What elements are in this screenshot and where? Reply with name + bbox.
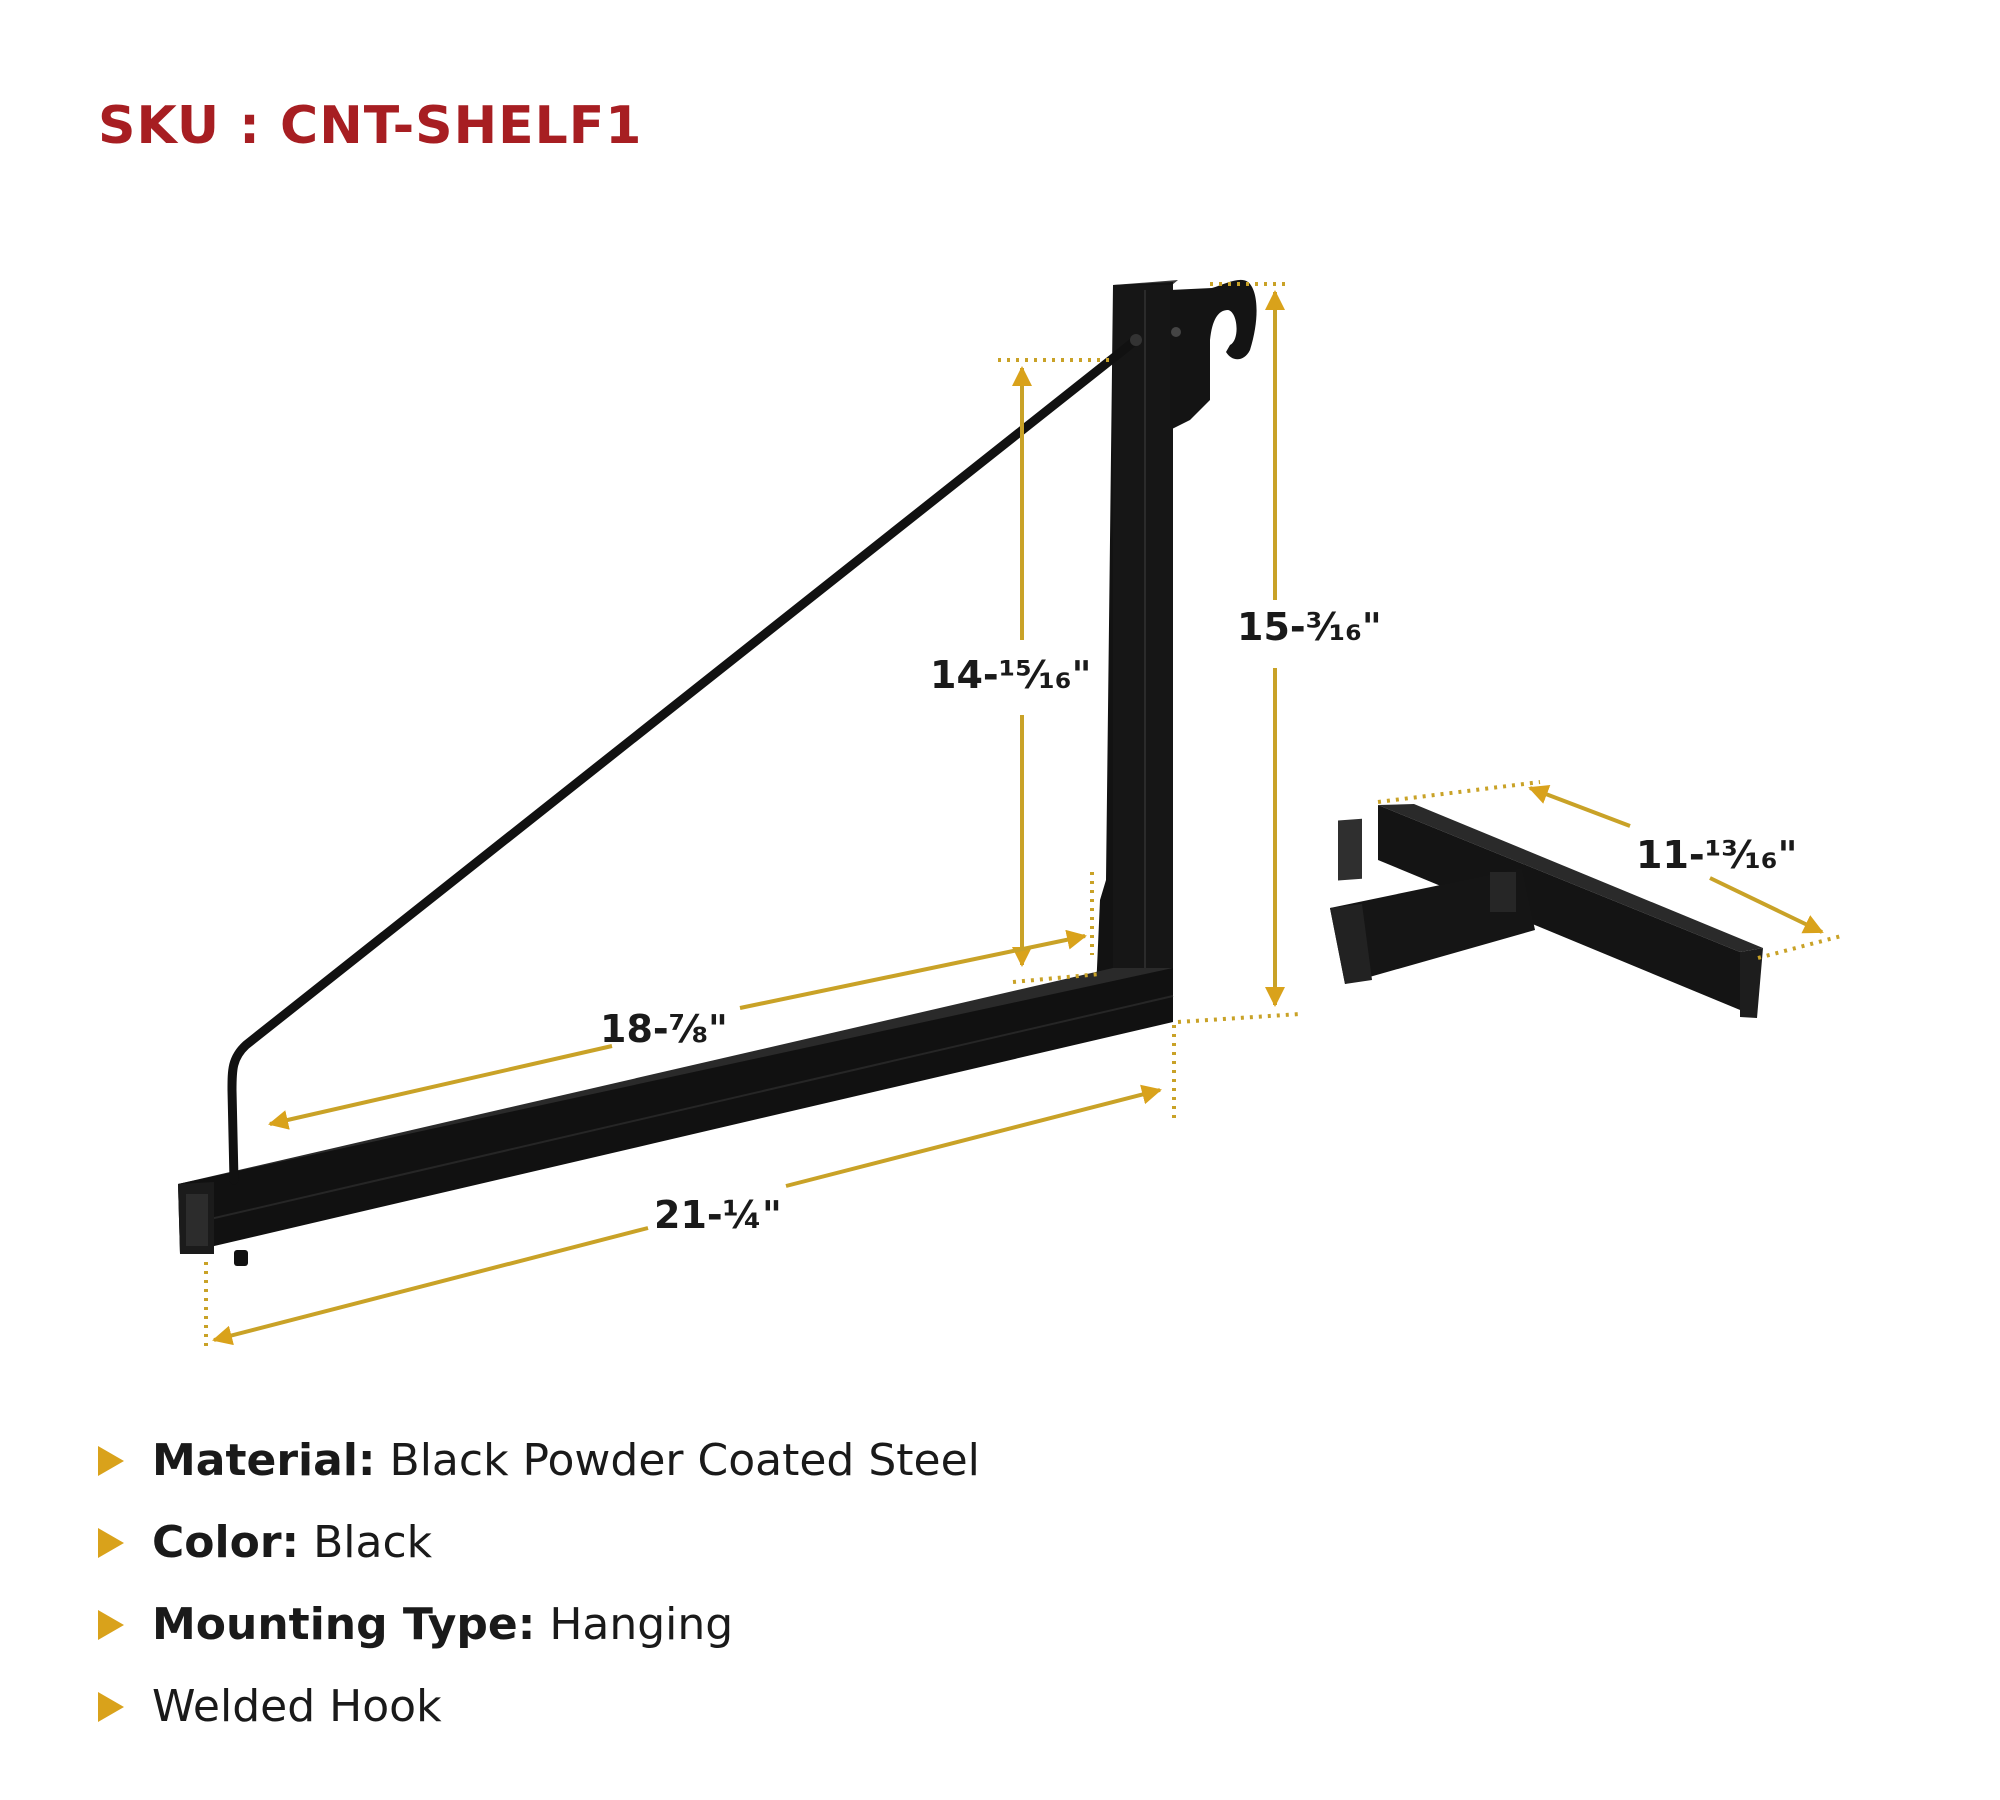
- crossbar-long-bar: [1378, 805, 1757, 1017]
- feature-item-color: Color: Black: [98, 1502, 980, 1584]
- sku-heading: SKU : CNT-SHELF1: [98, 96, 643, 156]
- crossbar-top-face: [1378, 804, 1763, 952]
- feature-item-material: Material: Black Powder Coated Steel: [98, 1420, 980, 1502]
- dim-label-upright-full: 15-³⁄₁₆": [1237, 605, 1382, 649]
- foot-peg: [234, 1250, 248, 1266]
- dimension-arrows: [212, 290, 1824, 1346]
- brace-rod: [227, 335, 1141, 1185]
- feature-label: Material:: [152, 1435, 376, 1486]
- feature-list: Material: Black Powder Coated Steel Colo…: [98, 1420, 980, 1748]
- chevron-right-icon: [98, 1692, 124, 1722]
- chevron-right-icon: [98, 1446, 124, 1476]
- feature-item-mounting-type: Mounting Type: Hanging: [98, 1584, 980, 1666]
- dim-label-upright-inner: 14-¹⁵⁄₁₆": [930, 653, 1091, 697]
- dim-arrow-arm-inner-left: [268, 1044, 613, 1130]
- crossbar-stem: [1330, 868, 1535, 984]
- feature-value: Black: [299, 1517, 433, 1568]
- welded-hook: [1170, 279, 1257, 430]
- dim-label-crossbar: 11-¹³⁄₁₆": [1636, 833, 1797, 877]
- feature-value: Hanging: [535, 1599, 734, 1650]
- feature-label: Mounting Type:: [152, 1599, 536, 1650]
- upright-front-face: [1113, 285, 1173, 1015]
- crossbar-stem-end: [1330, 904, 1372, 984]
- feature-label: Color:: [152, 1517, 300, 1568]
- chevron-right-icon: [98, 1610, 124, 1640]
- bracket-dimension-diagram: 15-³⁄₁₆" 14-¹⁵⁄₁₆" 18-⅞" 21-¼" 11-¹³⁄₁₆": [178, 279, 1846, 1352]
- dim-arrow-arm-full-right: [785, 1084, 1162, 1188]
- crossbar-end-cap: [1740, 948, 1763, 1018]
- feature-value: Black Powder Coated Steel: [375, 1435, 980, 1486]
- dim-arrow-crossbar-left: [1528, 785, 1631, 828]
- bracket-main: [178, 279, 1257, 1266]
- crossbar: [1330, 804, 1763, 1018]
- dim-label-arm-full: 21-¼": [654, 1193, 782, 1237]
- feature-value: Welded Hook: [152, 1681, 442, 1732]
- chevron-right-icon: [98, 1528, 124, 1558]
- hook-hole: [1171, 327, 1181, 337]
- dim-arrow-arm-inner-right: [739, 929, 1087, 1010]
- dim-label-arm-inner: 18-⅞": [600, 1007, 728, 1051]
- dim-arrow-arm-full-left: [212, 1226, 649, 1346]
- feature-item-welded-hook: Welded Hook: [98, 1666, 980, 1748]
- dim-arrow-crossbar-right: [1709, 876, 1824, 934]
- dimension-guides: [204, 282, 1846, 1352]
